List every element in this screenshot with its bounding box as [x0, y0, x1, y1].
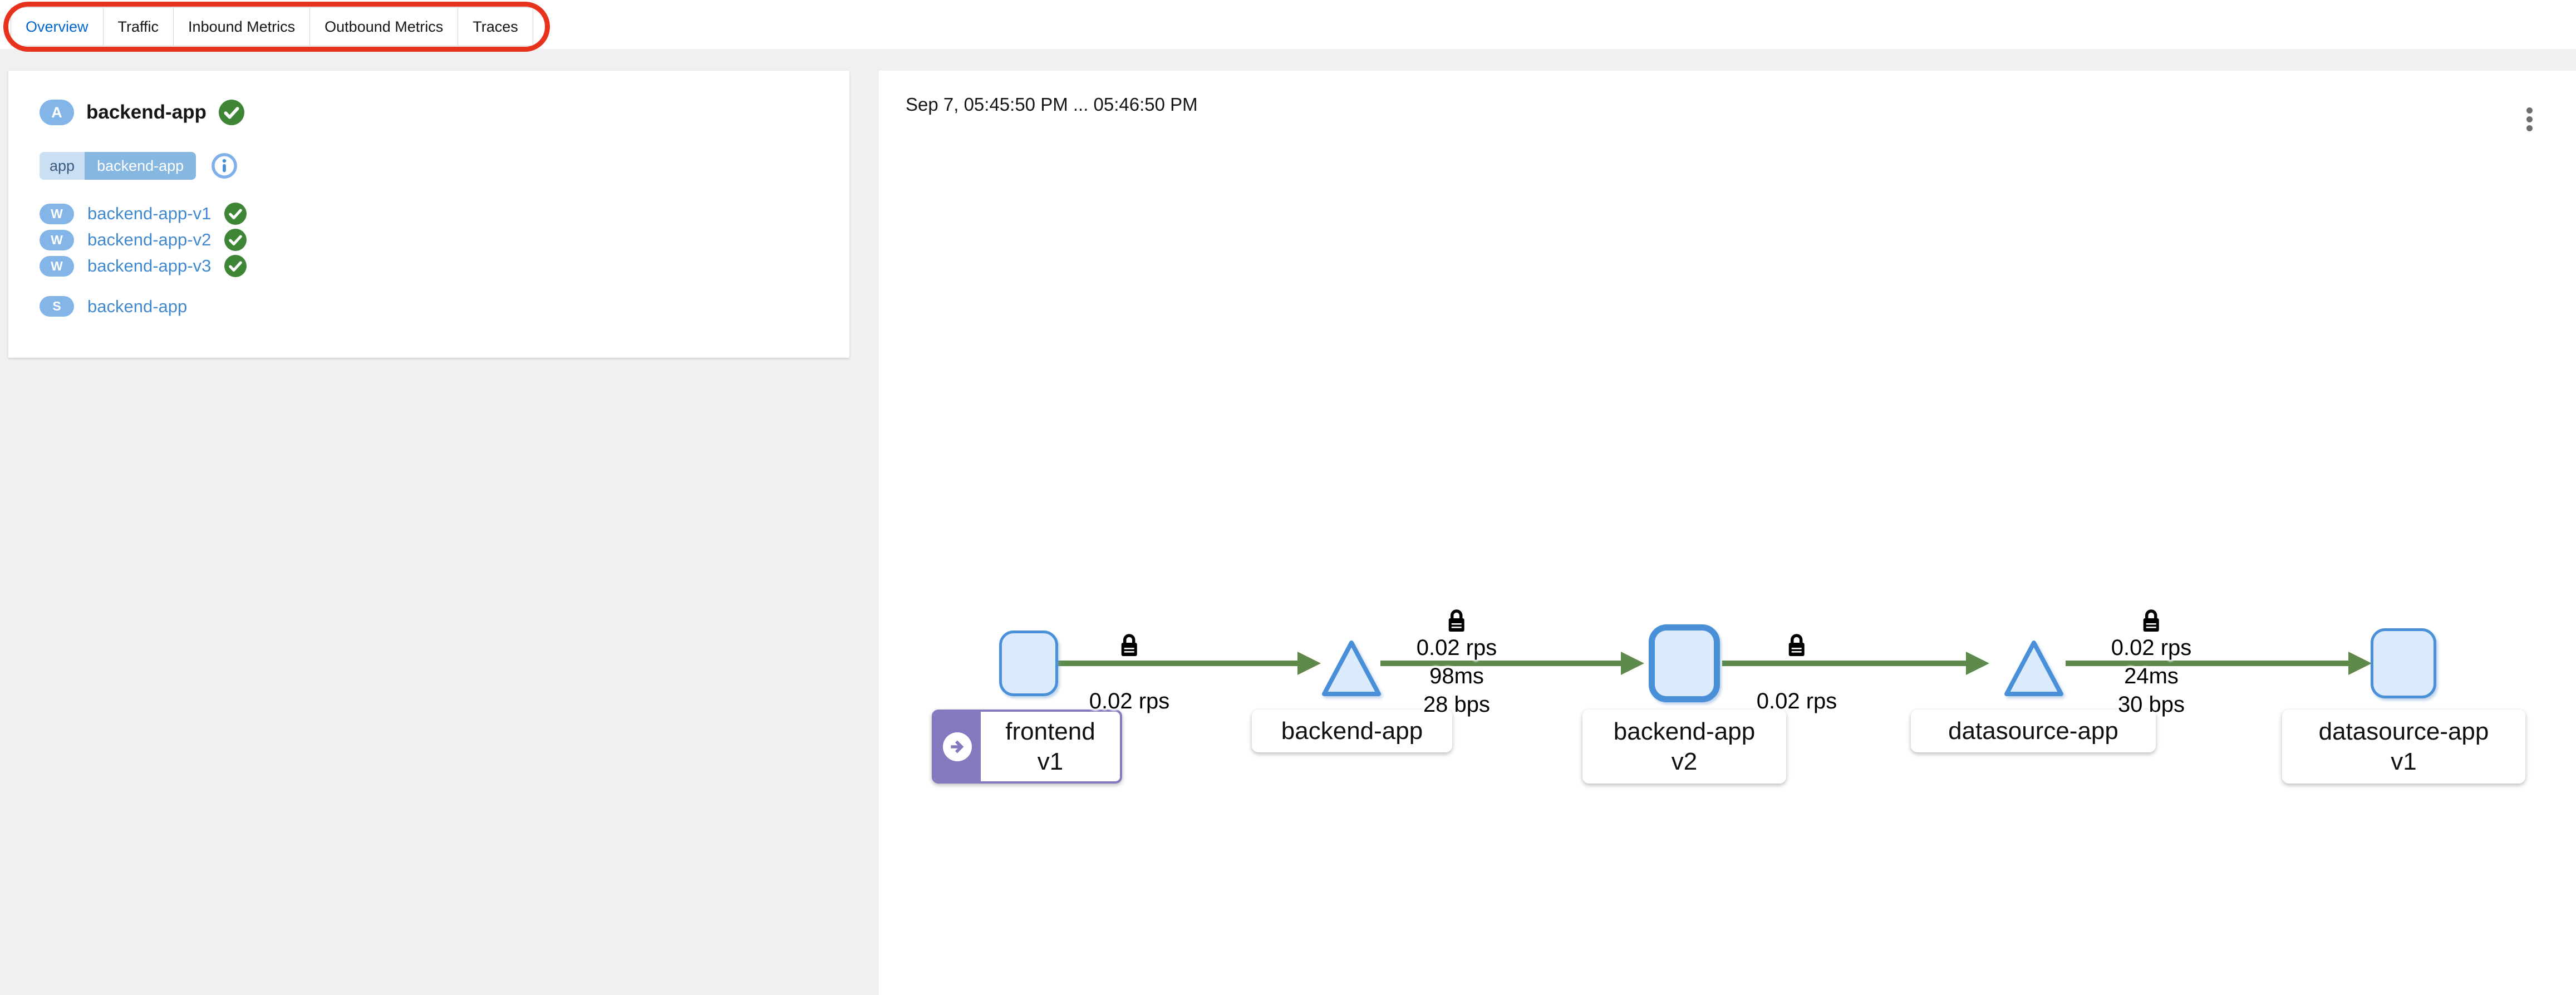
kebab-dot: [2526, 107, 2533, 114]
detail-tabs: Overview Traffic Inbound Metrics Outboun…: [11, 7, 533, 46]
node-label-frontend-v1[interactable]: frontend v1: [932, 710, 1122, 784]
workload-link-v2[interactable]: backend-app-v2: [87, 230, 212, 249]
edge-label-group: 0.02 rps: [1757, 633, 1837, 716]
node-name: frontend: [1005, 717, 1095, 745]
service-row: S backend-app: [40, 296, 187, 317]
edge-datasource-app-to-v1[interactable]: [2066, 661, 2348, 666]
tab-outbound-metrics[interactable]: Outbound Metrics: [309, 7, 459, 46]
edge-throughput-label: 28 bps: [1423, 692, 1491, 717]
node-version: v1: [1037, 747, 1064, 775]
edge-arrowhead: [1966, 652, 1989, 675]
detail-tabs-bar: Overview Traffic Inbound Metrics Outboun…: [0, 0, 2576, 52]
edge-arrowhead: [1297, 652, 1321, 675]
workload-row: W backend-app-v1: [40, 203, 247, 225]
tab-traffic[interactable]: Traffic: [102, 7, 174, 46]
edge-arrowhead: [2348, 652, 2372, 675]
node-name: backend-app: [1281, 717, 1423, 745]
node-name: backend-app: [1613, 717, 1756, 745]
edge-backend-app-to-v2[interactable]: [1380, 661, 1621, 666]
mtls-lock-icon: [1122, 634, 1137, 656]
health-ok-icon: [224, 203, 247, 225]
app-labels-row: app backend-app: [40, 152, 238, 180]
edge-arrowhead: [1621, 652, 1644, 675]
node-datasource-app-service[interactable]: [2002, 638, 2066, 700]
node-datasource-app-v1[interactable]: [2371, 628, 2436, 698]
label-chip: app backend-app: [40, 152, 196, 180]
node-backend-app-service[interactable]: [1320, 638, 1383, 700]
workload-badge: W: [40, 255, 74, 277]
kebab-dot: [2526, 116, 2533, 122]
kebab-menu-button[interactable]: [2521, 102, 2538, 137]
workload-badge: W: [40, 229, 74, 250]
node-backend-app-v2[interactable]: [1649, 624, 1720, 702]
label-chip-key: app: [40, 152, 85, 180]
app-title: backend-app: [86, 101, 207, 123]
app-summary-card: A backend-app app backend-app W backend-…: [8, 71, 849, 358]
edge-throughput-label: 30 bps: [2117, 692, 2185, 717]
mtls-lock-icon: [1789, 634, 1805, 656]
workload-badge: W: [40, 203, 74, 224]
tab-inbound-metrics[interactable]: Inbound Metrics: [173, 7, 311, 46]
node-version: v2: [1671, 747, 1698, 775]
workload-link-v3[interactable]: backend-app-v3: [87, 256, 212, 275]
node-frontend-v1[interactable]: [999, 631, 1058, 696]
service-link[interactable]: backend-app: [87, 296, 188, 316]
health-ok-icon: [224, 229, 247, 251]
edge-label-group: 0.02 rps 24ms 30 bps: [2111, 608, 2192, 719]
node-name: datasource-app: [2318, 717, 2489, 745]
node-label-datasource-app-v1[interactable]: datasource-app v1: [2282, 710, 2525, 784]
kebab-dot: [2526, 125, 2533, 131]
traffic-source-badge: [934, 712, 981, 781]
label-chip-value: backend-app: [85, 152, 196, 180]
workload-row: W backend-app-v3: [40, 255, 247, 277]
workload-link-v1[interactable]: backend-app-v1: [87, 204, 212, 223]
edge-rate-label: 0.02 rps: [1416, 636, 1497, 660]
workload-row: W backend-app-v2: [40, 229, 247, 251]
edge-v2-to-datasource-app[interactable]: [1722, 661, 1983, 666]
mtls-lock-icon: [2144, 609, 2159, 632]
node-label-backend-app-v2[interactable]: backend-app v2: [1582, 710, 1786, 784]
service-badge: S: [40, 296, 74, 317]
health-ok-icon: [218, 100, 244, 125]
health-ok-icon: [224, 255, 247, 277]
application-badge: A: [40, 100, 74, 125]
node-label-datasource-app[interactable]: datasource-app: [1911, 710, 2156, 752]
node-label-backend-app[interactable]: backend-app: [1252, 710, 1452, 752]
edge-latency-label: 98ms: [1429, 664, 1484, 688]
mtls-lock-icon: [1449, 609, 1464, 632]
node-version: v1: [2391, 747, 2417, 775]
info-icon[interactable]: [212, 153, 238, 179]
edge-rate-label: 0.02 rps: [1089, 689, 1170, 713]
tab-overview[interactable]: Overview: [11, 7, 104, 46]
edge-rate-label: 0.02 rps: [1756, 689, 1837, 713]
edge-latency-label: 24ms: [2124, 664, 2179, 688]
node-name: datasource-app: [1948, 717, 2118, 745]
app-title-row: A backend-app: [40, 100, 244, 125]
arrow-right-icon: [951, 740, 964, 753]
edge-label-group: 0.02 rps 98ms 28 bps: [1417, 608, 1497, 719]
graph-time-range: Sep 7, 05:45:50 PM ... 05:46:50 PM: [906, 94, 1198, 115]
edge-frontend-to-backend-app[interactable]: [1058, 661, 1303, 666]
edge-rate-label: 0.02 rps: [2111, 636, 2192, 660]
mini-graph-panel: Sep 7, 05:45:50 PM ... 05:46:50 PM 0.02 …: [879, 71, 2576, 995]
tab-traces[interactable]: Traces: [458, 7, 533, 46]
edge-label-group: 0.02 rps: [1089, 633, 1170, 716]
